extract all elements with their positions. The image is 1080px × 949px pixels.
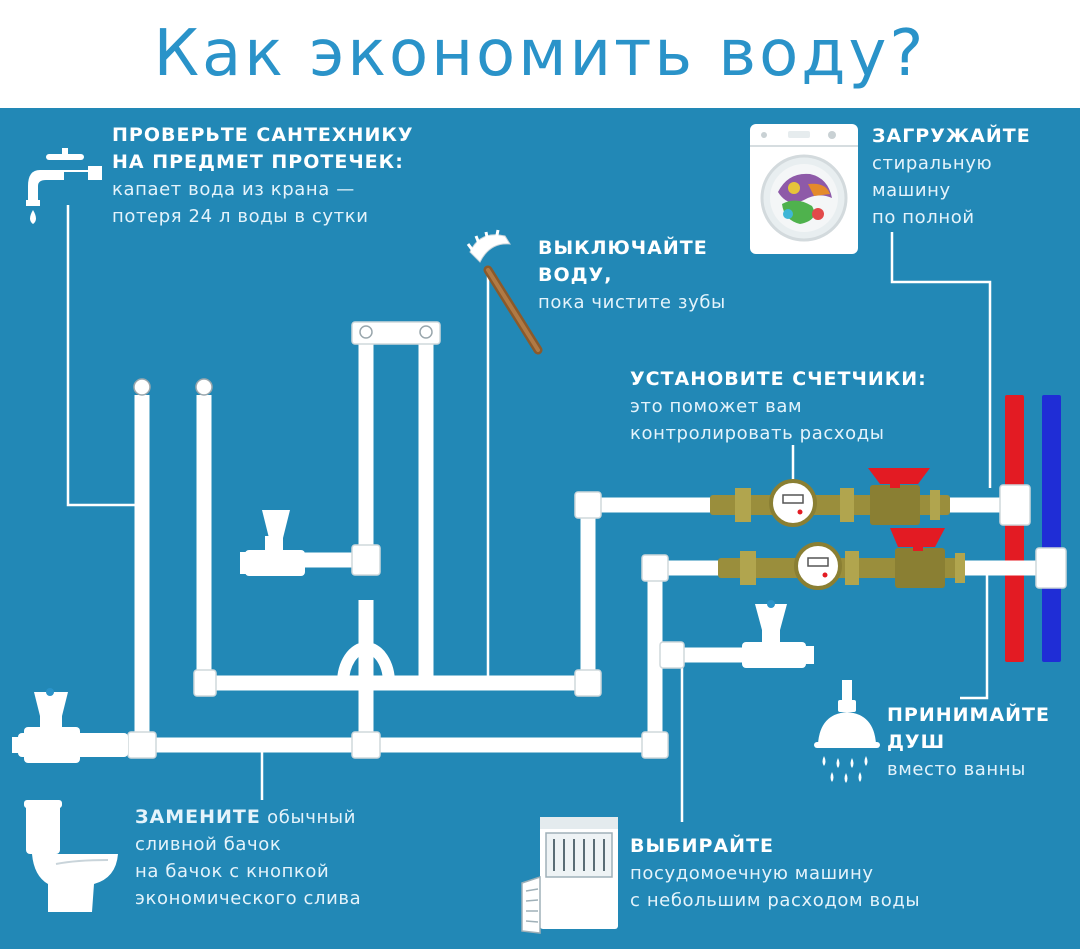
tip-leaks: ПРОВЕРЬТЕ САНТЕХНИКУ НА ПРЕДМЕТ ПРОТЕЧЕК… [112, 122, 414, 230]
leader-washer [890, 232, 992, 488]
tip-dishwasher: ВЫБИРАЙТЕ посудомоечную машину с небольш… [630, 833, 920, 914]
tip-washer-text-3: по полной [872, 207, 975, 228]
tip-toilet-text-3: на бачок с кнопкой [135, 861, 330, 882]
fitting-top-loop [351, 321, 441, 345]
tip-washer-text-2: машину [872, 180, 951, 201]
tip-meters-text-1: это поможет вам [630, 396, 803, 417]
fitting-tee [351, 544, 381, 576]
leader-lines [66, 205, 992, 822]
tip-toilet-text-2: сливной бачок [135, 834, 282, 855]
pipe-fittings [127, 321, 1067, 759]
fitting-elbow-2 [574, 669, 602, 697]
fitting-elbow-1 [193, 669, 217, 697]
tip-teeth-heading-2: ВОДУ, [538, 264, 613, 286]
tip-toilet-text-4: экономического слива [135, 888, 362, 909]
tip-meters: УСТАНОВИТЕ СЧЕТЧИКИ: это поможет вам кон… [630, 366, 927, 447]
pipe-bottom-main [60, 560, 720, 753]
tip-shower-heading-2: ДУШ [887, 731, 946, 753]
tip-shower: ПРИНИМАЙТЕ ДУШ вместо ванны [887, 702, 1050, 783]
meter-assembly-hot [710, 468, 950, 527]
leader-shower [960, 575, 989, 700]
fitting-elbow-3 [574, 491, 602, 519]
tip-teeth-text-1: пока чистите зубы [538, 292, 726, 313]
tip-meters-heading-1: УСТАНОВИТЕ СЧЕТЧИКИ: [630, 368, 927, 390]
dishwasher-icon [521, 817, 618, 934]
tip-shower-heading-1: ПРИНИМАЙТЕ [887, 704, 1050, 726]
title-bar: Как экономить воду? [0, 0, 1080, 108]
fitting-elbow-4 [641, 554, 669, 582]
cold-riser [1042, 395, 1061, 662]
tip-washer: ЗАГРУЖАЙТЕ стиральную машину по полной [872, 123, 1031, 231]
tip-toilet-heading-1: ЗАМЕНИТЕ [135, 806, 261, 828]
fitting-cold-tee [1035, 547, 1067, 589]
tip-leaks-heading-2: НА ПРЕДМЕТ ПРОТЕЧЕК: [112, 151, 404, 173]
tip-dishwasher-heading-1: ВЫБИРАЙТЕ [630, 835, 775, 857]
fitting-elbow-5 [641, 731, 669, 759]
tip-shower-text-1: вместо ванны [887, 759, 1026, 780]
toilet-icon [24, 800, 118, 912]
tip-meters-text-2: контролировать расходы [630, 423, 885, 444]
toothbrush-icon [466, 229, 543, 355]
pipe-middle [204, 497, 710, 691]
meter-assembly-cold [718, 528, 965, 590]
tip-toilet: ЗАМЕНИТЕ обычный сливной бачок на бачок … [135, 804, 361, 912]
tip-leaks-heading-1: ПРОВЕРЬТЕ САНТЕХНИКУ [112, 124, 414, 146]
fitting-cross-bottom [351, 731, 381, 759]
tip-toilet-text-1: обычный [260, 807, 357, 828]
shower-icon [814, 680, 880, 783]
faucet-icon [26, 148, 102, 224]
tip-leaks-text-2: потеря 24 л воды в сутки [112, 206, 369, 227]
pipe-bypass-arc [337, 642, 395, 684]
fitting-hot-tee [999, 484, 1031, 526]
tip-teeth: ВЫКЛЮЧАЙТЕ ВОДУ, пока чистите зубы [538, 235, 726, 316]
valve-icon [12, 688, 128, 763]
tip-washer-heading-1: ЗАГРУЖАЙТЕ [872, 125, 1031, 147]
washing-machine-icon [750, 124, 858, 254]
leader-leaks [66, 205, 140, 507]
valve-icon [742, 600, 814, 668]
hot-riser [1005, 395, 1024, 662]
page-title: Как экономить воду? [153, 17, 927, 91]
tip-teeth-heading-1: ВЫКЛЮЧАЙТЕ [538, 237, 708, 259]
pipe-u-loop [358, 327, 434, 683]
tip-dishwasher-text-1: посудомоечную машину [630, 863, 874, 884]
tip-leaks-text-1: капает вода из крана — [112, 179, 355, 200]
valve-icon [240, 510, 305, 576]
fitting-bottom-left [127, 731, 157, 759]
tip-dishwasher-text-2: с небольшим расходом воды [630, 890, 921, 911]
tip-washer-text-1: стиральную [872, 153, 993, 174]
fitting-dish-tee [659, 641, 685, 669]
